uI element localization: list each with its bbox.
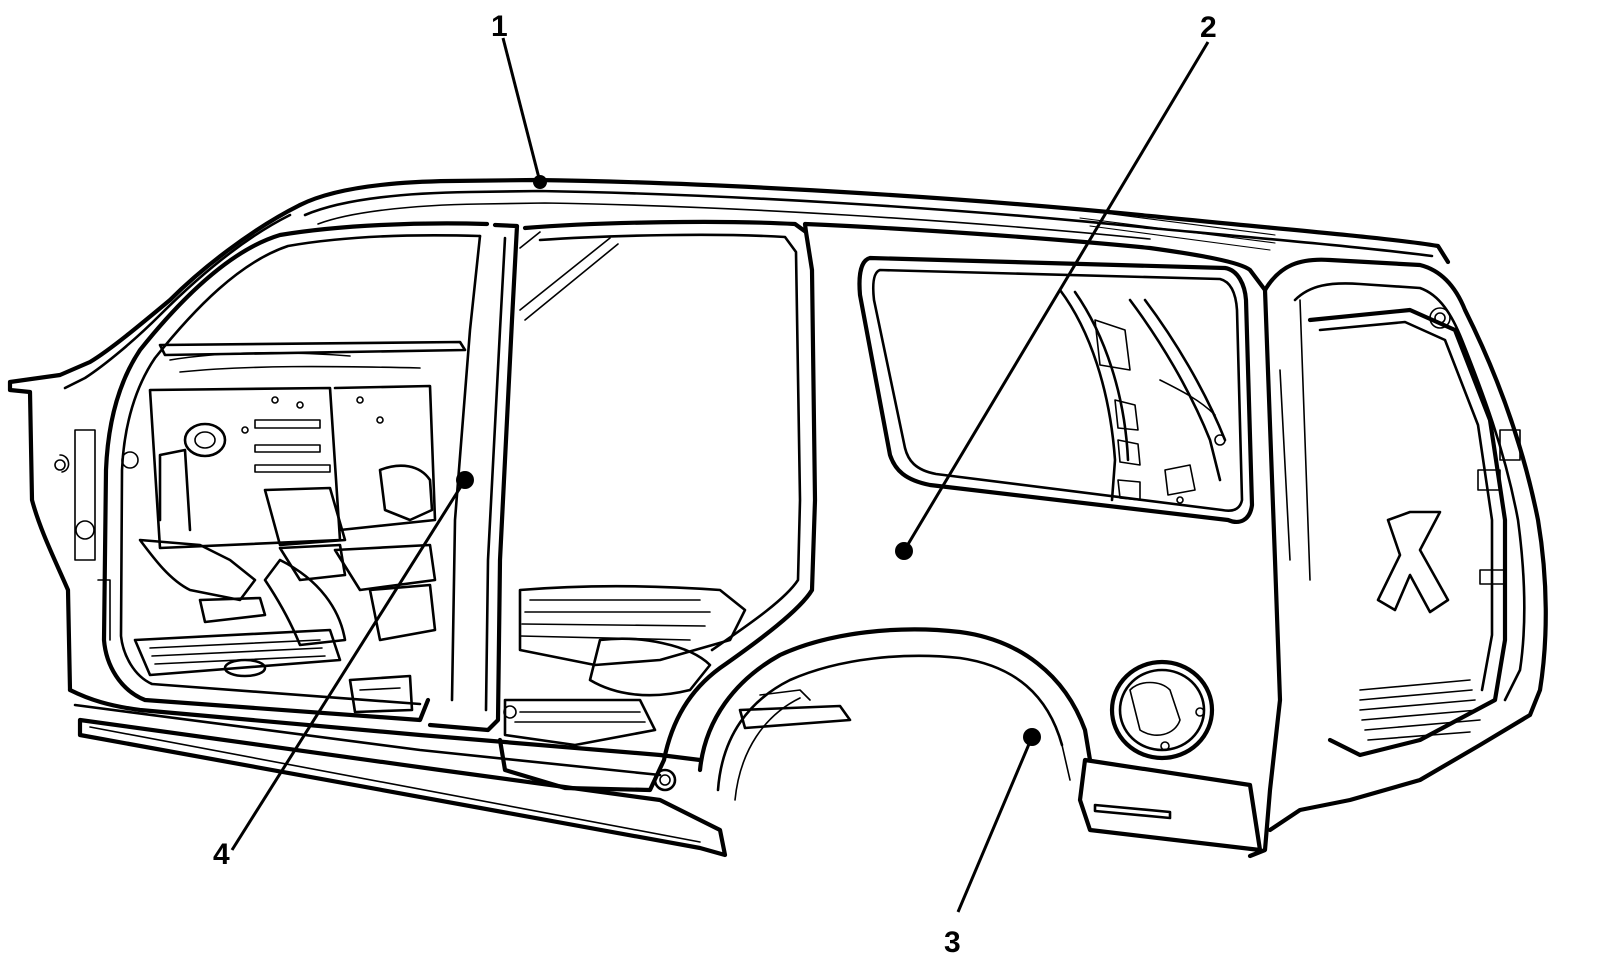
quarter-interior-detail — [1058, 288, 1227, 504]
callout-3-leader — [956, 736, 1034, 913]
front-interior-detail — [54, 340, 467, 714]
callout-4-leader — [230, 479, 467, 851]
callout-2-dot — [895, 542, 913, 560]
callout-2: 2 — [895, 11, 1217, 560]
callout-1-leader — [501, 37, 542, 183]
callout-4-dot — [456, 471, 474, 489]
callout-3-label: 3 — [944, 926, 961, 959]
callout-3: 3 — [944, 728, 1041, 959]
callout-1: 1 — [491, 10, 547, 189]
callout-3-dot — [1023, 728, 1041, 746]
callout-4-label: 4 — [213, 838, 230, 871]
callout-1-dot — [533, 175, 547, 189]
callout-1-label: 1 — [491, 10, 508, 43]
callout-2-leader — [902, 41, 1210, 552]
callout-4: 4 — [213, 471, 474, 871]
rear-floor-detail — [503, 584, 852, 792]
callout-2-label: 2 — [1200, 11, 1217, 44]
body-side-outline — [7, 177, 1548, 859]
